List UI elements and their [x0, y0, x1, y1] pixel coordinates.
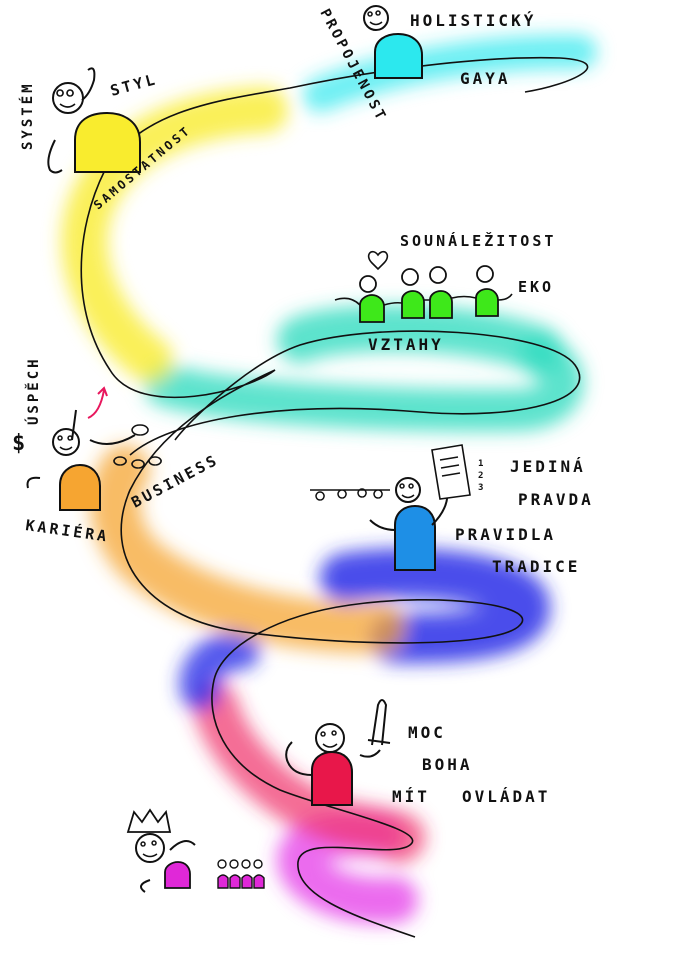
- teal-arms: [334, 293, 513, 306]
- cyan-body: [374, 32, 423, 79]
- label-holisticky: HOLISTICKÝ: [410, 11, 536, 30]
- document-icon: [431, 444, 471, 500]
- yellow-arm: [47, 67, 96, 174]
- teal-body-4: [475, 288, 499, 317]
- spiral-line-teal-loop: [129, 330, 581, 456]
- coins-icon: [113, 424, 162, 469]
- yellow-face: [56, 89, 76, 108]
- label-num-1: 1: [478, 459, 486, 469]
- label-boha: BOHA: [422, 755, 473, 774]
- label-system: SYSTÉM: [19, 81, 36, 150]
- orange-band: [90, 445, 405, 654]
- cyan-head: [363, 5, 389, 31]
- red-figure: [285, 699, 391, 806]
- blue-head: [395, 477, 421, 503]
- label-uspech: ÚSPĚCH: [24, 356, 42, 425]
- magenta-arms: [140, 840, 196, 893]
- teal-body-2: [401, 290, 425, 319]
- blue-face: [399, 483, 415, 499]
- orange-body: [59, 463, 101, 511]
- label-dollar: $: [12, 431, 28, 456]
- label-pravda: PRAVDA: [518, 490, 594, 509]
- cyan-band: [303, 34, 597, 112]
- red-band: [192, 682, 426, 863]
- teal-band-right: [277, 305, 563, 373]
- label-jedina: JEDINÁ: [510, 457, 586, 476]
- yellow-figure: [47, 67, 141, 174]
- small-people-icon: [310, 488, 390, 501]
- teal-band-left: [144, 334, 584, 432]
- label-pravidla: PRAVIDLA: [455, 525, 556, 544]
- teal-body-1: [359, 294, 385, 323]
- label-num-3: 3: [478, 483, 486, 493]
- orange-head: [52, 428, 80, 456]
- red-left-arm: [285, 741, 313, 776]
- magenta-body: [164, 861, 191, 889]
- magenta-figure: [126, 808, 265, 893]
- label-num-2: 2: [478, 471, 486, 481]
- crown-icon: [126, 808, 172, 833]
- label-vztahy: VZTAHY: [368, 335, 444, 354]
- red-face: [320, 730, 338, 748]
- cyan-figure: [363, 5, 423, 79]
- label-mit: MÍT: [392, 787, 430, 806]
- yellow-body: [74, 111, 141, 173]
- red-body: [311, 750, 353, 806]
- label-styl: STYL: [108, 70, 159, 100]
- teal-head-2: [401, 268, 419, 286]
- label-tradice: TRADICE: [492, 557, 580, 576]
- label-sounalezitost: SOUNÁLEŽITOST: [400, 231, 556, 250]
- teal-head-3: [429, 266, 447, 284]
- glow-bands: [61, 34, 597, 924]
- label-ovladat: OVLÁDAT: [462, 787, 550, 806]
- label-gaya: GAYA: [460, 69, 511, 88]
- followers-icon: [217, 859, 265, 889]
- orange-arms: [26, 409, 136, 489]
- orange-figure: [26, 386, 162, 511]
- teal-group: [334, 250, 513, 323]
- heart-icon: [367, 250, 389, 271]
- yellow-head: [52, 82, 84, 114]
- blue-figure: [310, 444, 471, 571]
- red-head: [315, 723, 345, 753]
- magenta-head: [135, 833, 165, 863]
- blue-body: [394, 504, 436, 571]
- teal-head-1: [359, 275, 377, 293]
- spiral-line: [80, 56, 589, 938]
- sword-icon: [359, 699, 391, 758]
- magenta-face: [140, 840, 158, 858]
- cyan-face: [367, 10, 383, 26]
- blue-band-upper: [320, 548, 551, 664]
- label-moc: MOC: [408, 723, 446, 742]
- up-arrow-icon: [87, 386, 108, 419]
- teal-head-4: [476, 265, 494, 283]
- label-eko: EKO: [518, 278, 554, 296]
- teal-body-3: [429, 290, 453, 319]
